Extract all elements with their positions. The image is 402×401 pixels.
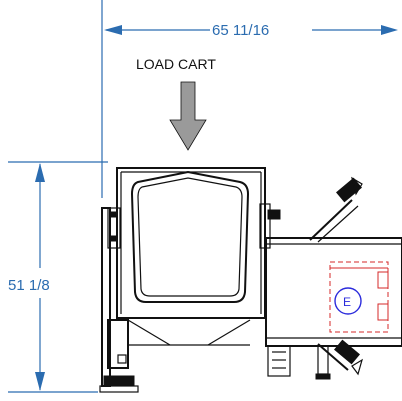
- upper-clamp: [336, 177, 362, 203]
- height-arrowhead-top: [35, 163, 45, 182]
- cart-assembly: [107, 167, 281, 346]
- enclosure-latch-bottom: [377, 303, 389, 321]
- width-dimension-label: 65 11/16: [212, 22, 269, 39]
- right-clamp: [267, 209, 281, 220]
- left-bracket: [107, 207, 121, 249]
- width-arrowhead-left: [104, 25, 122, 35]
- load-cart-annotation: LOAD CART: [136, 56, 216, 151]
- caster-mount: [117, 354, 127, 364]
- brace-left: [127, 319, 171, 346]
- conveyor-assembly: E: [265, 176, 402, 380]
- height-arrowhead-bottom: [35, 372, 45, 391]
- electrical-enclosure-outline: [329, 261, 389, 333]
- drive-box: [267, 345, 291, 377]
- left-leg-foot: [107, 319, 129, 369]
- enclosure-latch-top: [377, 271, 389, 289]
- lower-clamp: [334, 339, 360, 365]
- electrical-marker-circle: [334, 287, 362, 315]
- width-arrowhead-right: [381, 25, 398, 35]
- upper-arm: [309, 199, 353, 241]
- upper-clamp-tip: [351, 176, 363, 196]
- caster-base: [99, 385, 139, 393]
- width-dimension: 65 11/16: [101, 0, 398, 198]
- lower-clamp-tip: [351, 358, 363, 376]
- conveyor-housing: [265, 237, 402, 347]
- load-cart-label: LOAD CART: [136, 56, 216, 72]
- upper-arm-inner: [317, 205, 359, 243]
- lower-arm: [317, 343, 349, 371]
- cart-tub-inner: [137, 177, 243, 297]
- left-leg: [99, 207, 139, 393]
- height-dimension-label: 51 1/8: [8, 277, 50, 294]
- caster-wheel: [103, 375, 135, 387]
- electrical-marker-label: E: [343, 295, 351, 309]
- cart-tub: [130, 170, 250, 303]
- height-dimension: 51 1/8: [8, 161, 108, 393]
- support-foot: [315, 373, 331, 380]
- down-arrow-icon: [169, 81, 207, 151]
- brace-right: [207, 319, 251, 346]
